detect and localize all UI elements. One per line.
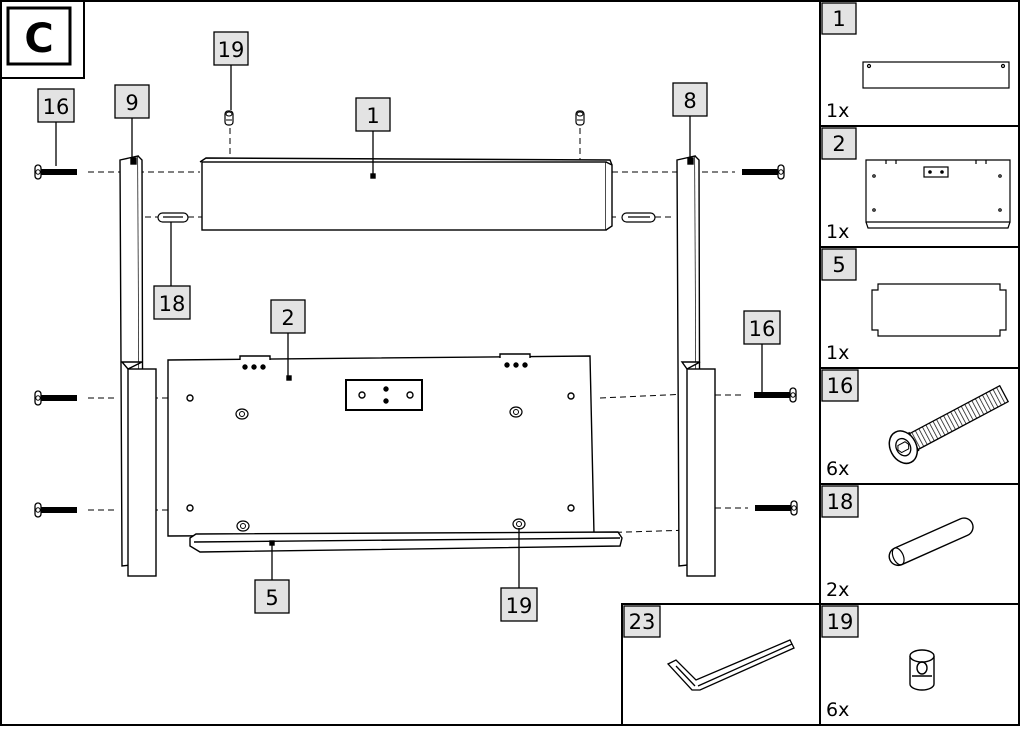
callout-19-top: 19 [213, 31, 249, 66]
parts-list-item-2: 2 1x [819, 125, 1020, 248]
callout-2: 2 [270, 299, 306, 334]
callout-16-right: 16 [743, 310, 781, 345]
part-qty: 6x [826, 699, 849, 721]
dowel-icon [888, 517, 974, 567]
svg-text:19: 19 [218, 38, 245, 62]
svg-text:16: 16 [43, 95, 70, 119]
step-label-box: C [0, 0, 85, 79]
part-number: 18 [827, 490, 854, 514]
callout-18: 18 [153, 285, 191, 320]
panel-1-icon [862, 61, 1010, 89]
dowel-pins [157, 212, 656, 223]
svg-text:9: 9 [125, 91, 138, 115]
svg-text:19: 19 [506, 594, 533, 618]
parts-list-item-18: 18 2x [819, 483, 1020, 605]
part-number: 2 [832, 132, 845, 156]
svg-text:16: 16 [749, 317, 776, 341]
part-number: 1 [832, 7, 845, 31]
parts-list-item-1: 1 1x [819, 0, 1020, 127]
part-qty: 1x [826, 100, 849, 122]
part-number: 16 [827, 374, 854, 398]
part-qty: 6x [826, 458, 849, 480]
exploded-view [88, 128, 748, 577]
part-number: 5 [832, 253, 845, 277]
callout-16-left: 16 [37, 88, 75, 123]
part-qty: 1x [826, 221, 849, 243]
svg-text:2: 2 [281, 306, 294, 330]
part-2-back-panel [167, 353, 595, 537]
bolt-icon [888, 384, 1010, 465]
callout-5: 5 [254, 579, 290, 614]
tool-box-23: 23 [621, 603, 821, 726]
step-label: C [24, 16, 53, 62]
cam-nut-icon [909, 649, 935, 691]
callout-9: 9 [114, 84, 150, 119]
panel-5-icon [871, 283, 1007, 337]
parts-list-item-5: 5 1x [819, 246, 1020, 369]
part-8-side-panel [676, 155, 716, 577]
parts-list: 1 1x 2 1x [819, 0, 1020, 726]
parts-list-item-19: 19 6x [819, 603, 1020, 726]
part-callouts: 19 16 9 1 8 18 2 16 5 19 [37, 31, 781, 622]
allen-key-icon [666, 639, 795, 691]
tool-number: 23 [629, 610, 656, 634]
leader-lines [55, 65, 763, 588]
svg-text:18: 18 [159, 292, 186, 316]
part-qty: 1x [826, 342, 849, 364]
callout-1: 1 [355, 97, 391, 132]
callout-19-bottom: 19 [500, 587, 538, 622]
svg-text:5: 5 [265, 586, 278, 610]
part-qty: 2x [826, 579, 849, 601]
parts-list-item-16: 16 6x [819, 367, 1020, 485]
part-number: 19 [827, 610, 854, 634]
panel-2-icon [865, 159, 1011, 229]
svg-text:1: 1 [366, 104, 379, 128]
callout-8: 8 [672, 82, 708, 117]
svg-text:8: 8 [683, 89, 696, 113]
part-5-bottom-shelf [189, 531, 623, 553]
part-1-top-rail [199, 157, 613, 231]
